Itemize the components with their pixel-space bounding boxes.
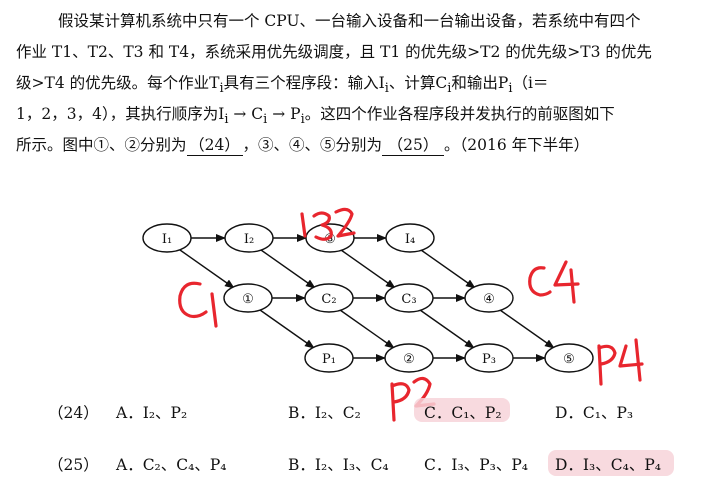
q25-option-A: A．C₂、C₄、P₄ <box>116 456 227 474</box>
svg-text:①: ① <box>242 292 254 307</box>
svg-text:C₂: C₂ <box>321 292 336 307</box>
edge-I1-n1 <box>179 249 235 289</box>
diagram-edges <box>179 234 555 362</box>
svg-text:⑤: ⑤ <box>563 352 575 367</box>
edge-C3-P3 <box>419 309 475 349</box>
node-I4: I₄ <box>385 223 435 253</box>
q25-option-C: C．I₃、P₃、P₄ <box>424 456 528 474</box>
question-line-4: 1，2，3，4），其执行顺序为Ii → Ci → Pi。这四个作业各程序段并发执… <box>16 105 615 128</box>
node-P3: P₃ <box>464 343 514 373</box>
node-1: ① <box>223 283 273 313</box>
handwritten-I3 <box>300 207 356 241</box>
svg-text:④: ④ <box>483 292 495 307</box>
q24-option-B: B．I₂、C₂ <box>288 404 361 422</box>
q24-option-D: D．C₁、P₃ <box>555 404 634 422</box>
question-line-1: 假设某计算机系统中只有一个 CPU、一台输入设备和一台输出设备，若系统中有四个 <box>58 12 641 30</box>
question-line-3: 级>T4 的优先级。每个作业Ti具有三个程序段：输入Ii、计算Ci和输出Pi（i… <box>16 74 549 97</box>
handwritten-C1 <box>178 281 218 328</box>
edge-n1-P1 <box>259 309 315 349</box>
node-2: ② <box>384 343 434 373</box>
svg-text:I₂: I₂ <box>244 232 254 247</box>
node-5: ⑤ <box>544 343 594 373</box>
svg-text:②: ② <box>403 352 415 367</box>
node-P1: P₁ <box>304 343 354 373</box>
highlight-25-D <box>548 450 674 476</box>
edge-n3-C3 <box>340 249 396 289</box>
edge-I2-C2 <box>260 249 316 289</box>
q24-number: （24） <box>48 404 99 422</box>
highlight-24-C <box>414 398 510 422</box>
svg-text:I₄: I₄ <box>405 232 415 247</box>
node-C3: C₃ <box>384 283 434 313</box>
handwritten-P4 <box>597 338 644 386</box>
svg-text:③: ③ <box>324 232 336 247</box>
q24-option-A: A．I₂、P₂ <box>116 404 188 422</box>
node-4: ④ <box>464 283 514 313</box>
blank-24: （24） <box>186 135 243 156</box>
node-I2: I₂ <box>224 223 274 253</box>
edge-n4-n5 <box>499 309 555 349</box>
svg-text:P₃: P₃ <box>482 352 496 367</box>
svg-text:C₃: C₃ <box>401 292 416 307</box>
svg-text:I₁: I₁ <box>162 232 172 247</box>
question-text: 假设某计算机系统中只有一个 CPU、一台输入设备和一台输出设备，若系统中有四个 … <box>16 6 711 161</box>
node-C2: C₂ <box>304 283 354 313</box>
q25-number: （25） <box>48 456 99 474</box>
edge-C2-n2 <box>339 309 395 349</box>
blank-25: （25） <box>382 135 445 156</box>
q25-option-D: D．I₃、C₄、P₄ <box>555 456 661 474</box>
svg-text:P₁: P₁ <box>322 352 336 367</box>
question-line-2: 作业 T1、T2、T3 和 T4，系统采用优先级调度，且 T1 的优先级>T2 … <box>16 43 652 61</box>
handwritten-C4 <box>528 260 580 304</box>
q24-option-C: C．C₁、P₂ <box>424 404 502 422</box>
q25-option-B: B．I₂、I₃、C₄ <box>288 456 389 474</box>
node-I1: I₁ <box>142 223 192 253</box>
edge-I4-n4 <box>420 249 476 289</box>
question-line-5: 所示。图中①、②分别为（24），③、④、⑤分别为（25）。（2016 年下半年） <box>16 135 590 156</box>
